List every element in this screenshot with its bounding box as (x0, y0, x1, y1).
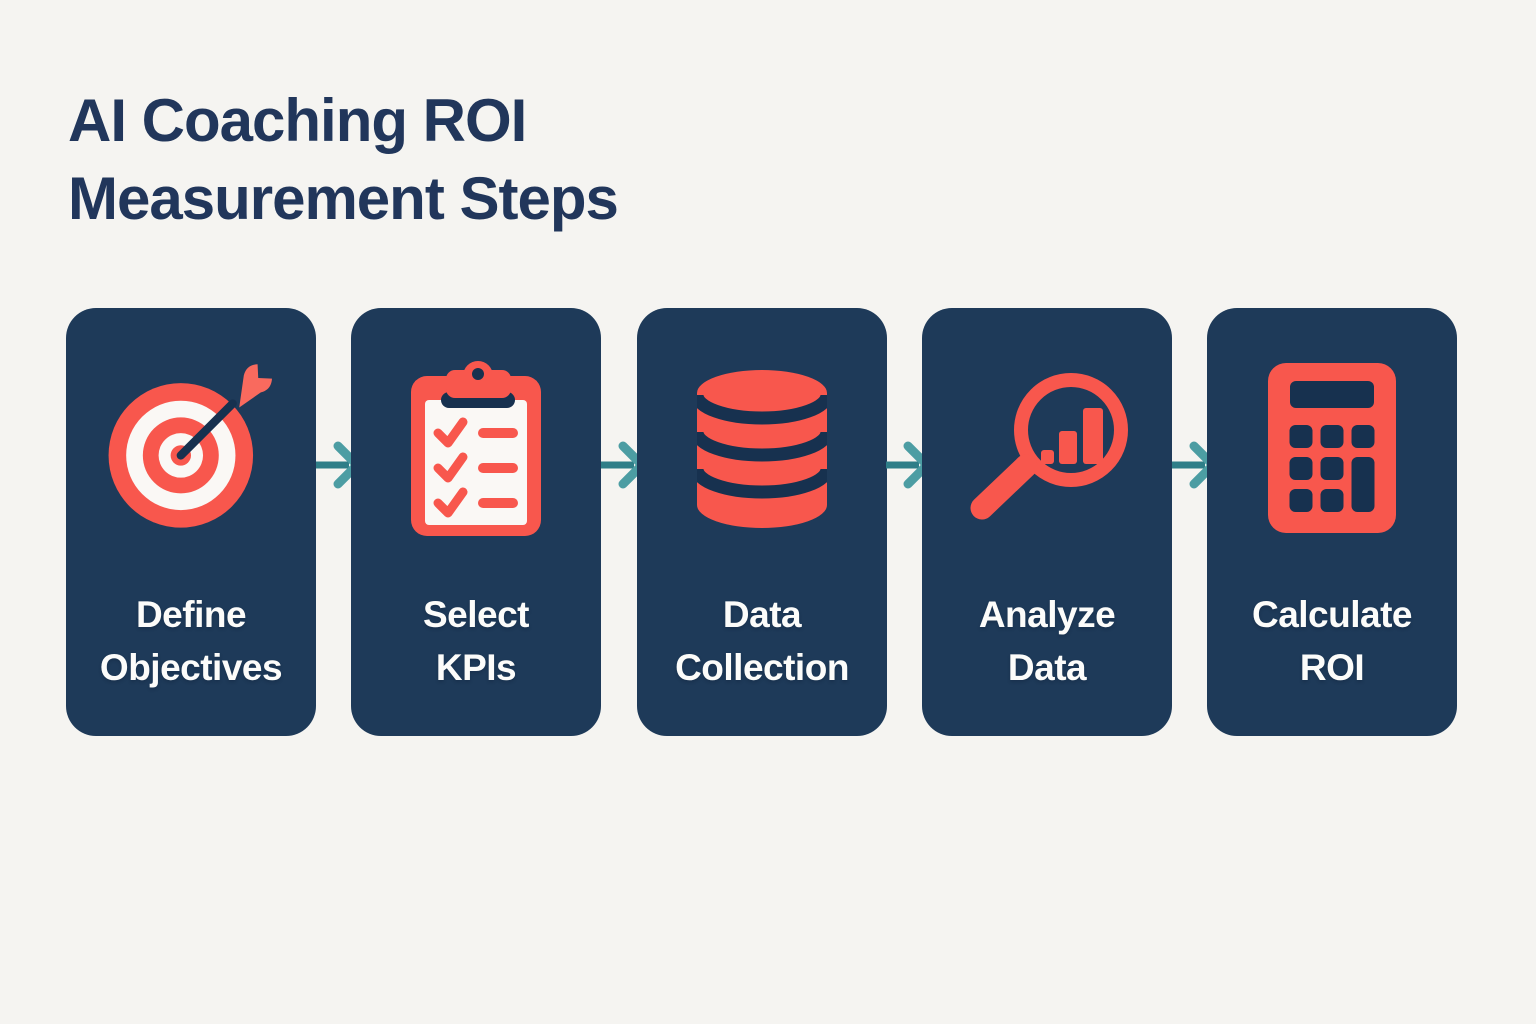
step-label-line1: Data (722, 594, 802, 635)
page-title-line2: Measurement Steps (68, 165, 619, 232)
page-title: AI Coaching ROI Measurement Steps (68, 82, 619, 238)
target-icon (66, 330, 316, 565)
step-card-select-kpis: Select KPIs (351, 308, 601, 736)
step-label-line1: Select (422, 594, 530, 635)
clipboard-checklist-icon (351, 330, 601, 565)
step-label: Select KPIs (351, 576, 601, 706)
step-label: Analyze Data (922, 576, 1172, 706)
calculator-icon (1207, 330, 1457, 565)
step-label-line2: KPIs (435, 647, 517, 688)
step-label: Data Collection (637, 576, 887, 706)
step-card-analyze-data: Analyze Data (922, 308, 1172, 736)
step-label-line1: Define (135, 594, 247, 635)
step-label-line1: Analyze (978, 594, 1116, 635)
step-card-data-collection: Data Collection (637, 308, 887, 736)
database-icon (637, 330, 887, 565)
step-card-define-objectives: Define Objectives (66, 308, 316, 736)
magnifying-glass-chart-icon (922, 330, 1172, 565)
step-label-line2: Data (1007, 647, 1087, 688)
step-label-line2: Collection (675, 647, 849, 688)
step-card-calculate-roi: Calculate ROI (1207, 308, 1457, 736)
step-label: Define Objectives (66, 576, 316, 706)
step-label-line2: ROI (1299, 647, 1365, 688)
step-label-line2: Objectives (99, 647, 283, 688)
page-title-line1: AI Coaching ROI (68, 87, 527, 154)
step-label-line1: Calculate (1251, 594, 1413, 635)
step-label: Calculate ROI (1207, 576, 1457, 706)
